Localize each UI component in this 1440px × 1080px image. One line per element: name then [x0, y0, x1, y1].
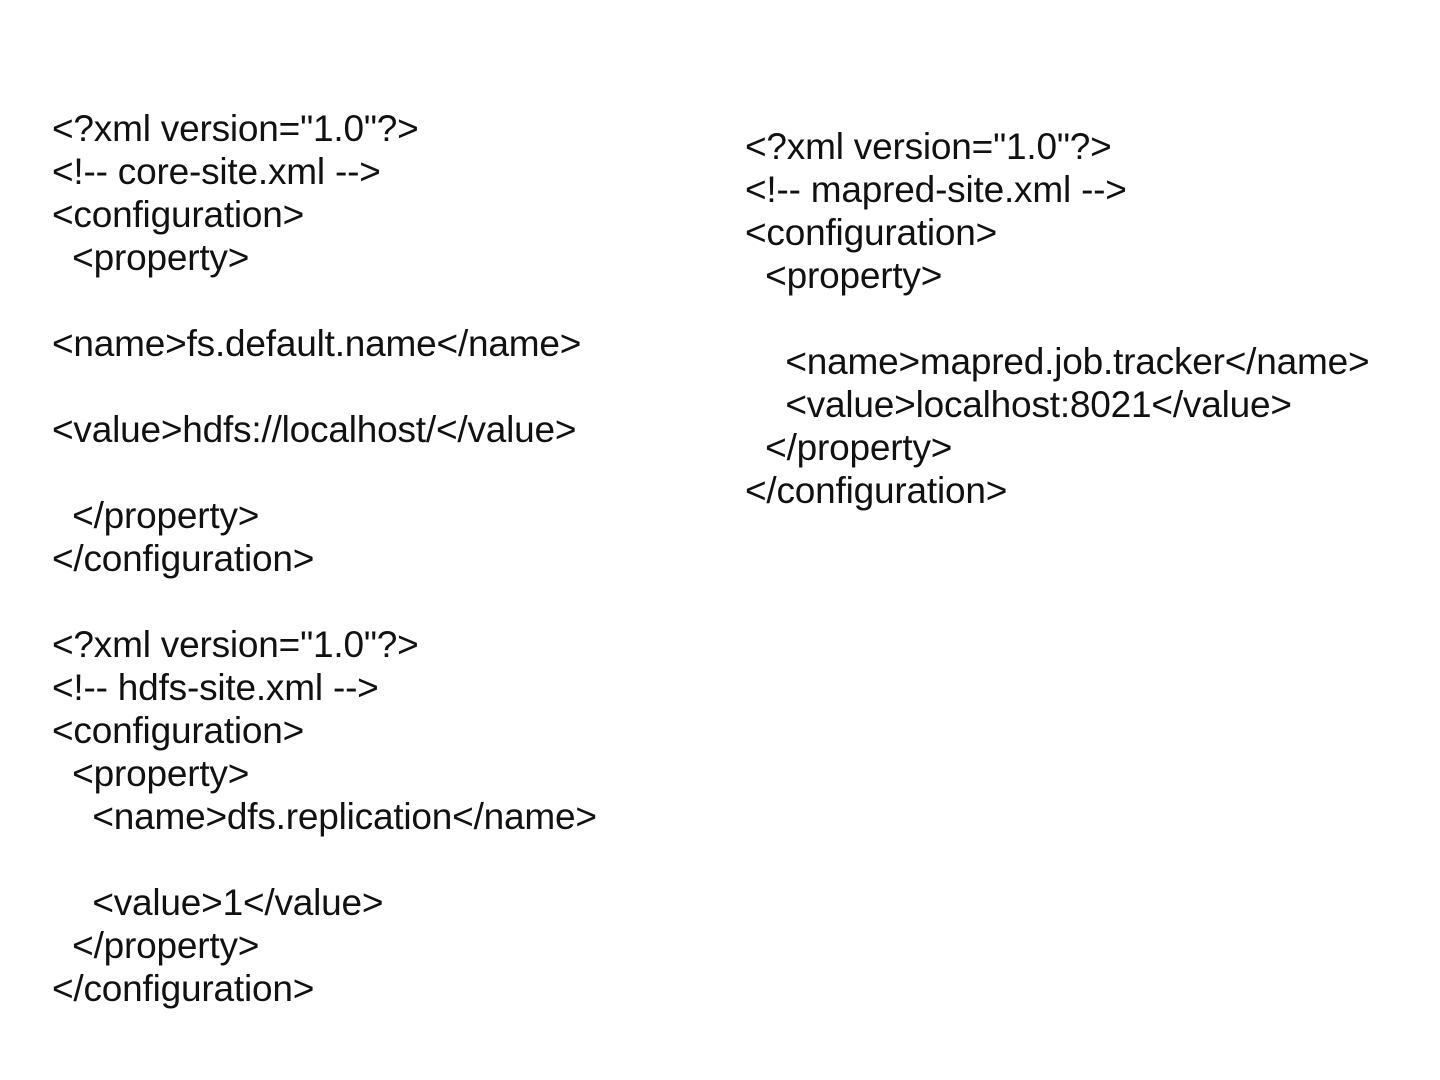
- code-line: <?xml version="1.0"?>: [52, 624, 419, 665]
- code-line: <property>: [52, 237, 250, 278]
- code-line: <configuration>: [52, 194, 305, 235]
- code-line: </property>: [52, 925, 260, 966]
- code-line: <property>: [52, 753, 250, 794]
- code-line: [52, 365, 597, 408]
- code-line: <configuration>: [52, 710, 305, 751]
- code-line: </property>: [745, 427, 953, 468]
- code-line: <name>mapred.job.tracker</name>: [745, 341, 1370, 382]
- code-line: <?xml version="1.0"?>: [52, 108, 419, 149]
- xml-config-column-left: <?xml version="1.0"?> <!-- core-site.xml…: [52, 107, 597, 1010]
- code-line: <value>hdfs://localhost/</value>: [52, 409, 577, 450]
- code-line: <property>: [745, 255, 943, 296]
- code-line: </configuration>: [52, 538, 315, 579]
- code-line: <value>1</value>: [52, 882, 384, 923]
- code-line: <name>fs.default.name</name>: [52, 323, 582, 364]
- code-line: <configuration>: [745, 212, 998, 253]
- code-line: <!-- hdfs-site.xml -->: [52, 667, 379, 708]
- code-line: </configuration>: [52, 968, 315, 1009]
- code-line: <?xml version="1.0"?>: [745, 126, 1112, 167]
- code-line: </configuration>: [745, 470, 1008, 511]
- code-line: </property>: [52, 495, 260, 536]
- code-line: [52, 451, 597, 494]
- code-line: [52, 279, 597, 322]
- code-line: <value>localhost:8021</value>: [745, 384, 1292, 425]
- code-line: [52, 580, 597, 623]
- code-line: [745, 297, 1369, 340]
- code-line: <!-- core-site.xml -->: [52, 151, 381, 192]
- code-line: <!-- mapred-site.xml -->: [745, 169, 1127, 210]
- code-line: [52, 838, 597, 881]
- code-line: <name>dfs.replication</name>: [52, 796, 597, 837]
- xml-config-column-right: <?xml version="1.0"?> <!-- mapred-site.x…: [745, 125, 1370, 512]
